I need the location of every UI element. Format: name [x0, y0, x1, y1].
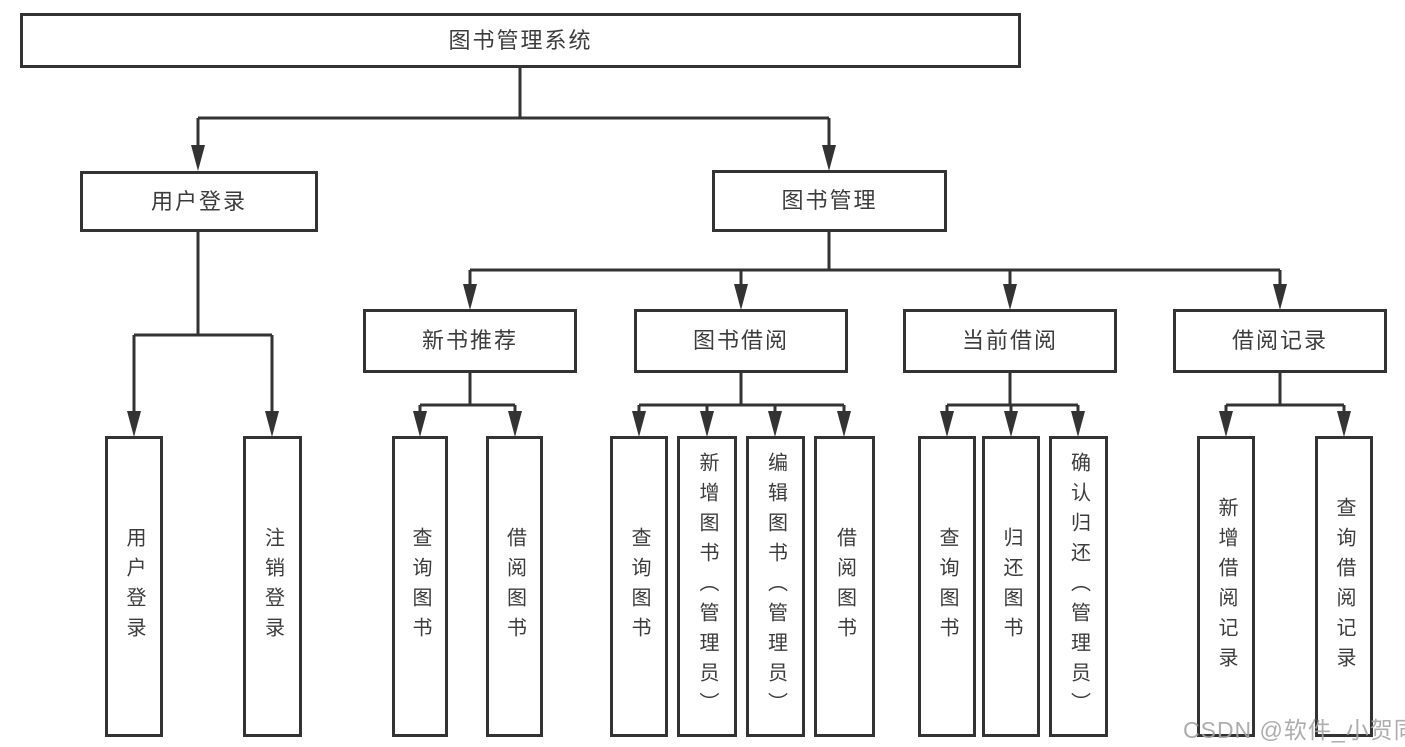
node-library-system-label: 图书管理系统 — [448, 27, 593, 53]
leaf-logout-login: 注销登录 — [243, 436, 302, 737]
leaf-add-borrow-record-label: 新增借阅记录 — [1215, 496, 1237, 677]
leaf-query-books-current: 查询图书 — [918, 436, 976, 737]
leaf-return-books-label: 归还图书 — [1000, 526, 1022, 647]
node-book-management: 图书管理 — [712, 170, 947, 232]
node-book-borrowing: 图书借阅 — [634, 309, 848, 373]
connector-new-book-branch — [418, 373, 517, 413]
node-new-book-recommendation-label: 新书推荐 — [421, 328, 518, 353]
connector-user-login-branch — [132, 232, 274, 413]
connector-book-management-branch — [468, 232, 1282, 286]
connector-borrowing-records-branch — [1224, 373, 1346, 413]
node-book-borrowing-label: 图书借阅 — [692, 328, 789, 353]
node-user-login-label: 用户登录 — [150, 188, 247, 214]
node-current-borrowing: 当前借阅 — [903, 309, 1117, 373]
node-current-borrowing-label: 当前借阅 — [961, 328, 1058, 353]
leaf-query-books-current-label: 查询图书 — [936, 526, 958, 647]
connector-current-borrowing-branch — [945, 373, 1080, 413]
leaf-logout-login-label: 注销登录 — [261, 526, 284, 647]
leaf-query-books-borrowing-label: 查询图书 — [628, 526, 650, 647]
leaf-borrow-books-recommend: 借阅图书 — [486, 436, 543, 737]
node-new-book-recommendation: 新书推荐 — [363, 309, 577, 373]
leaf-query-books-recommend-label: 查询图书 — [409, 526, 431, 647]
connector-book-borrowing-branch — [637, 373, 846, 413]
node-book-management-label: 图书管理 — [781, 188, 878, 213]
leaf-query-books-borrowing: 查询图书 — [610, 436, 668, 737]
leaf-user-login-label: 用户登录 — [123, 526, 145, 647]
connector-root-to-level2 — [196, 68, 831, 148]
leaf-confirm-return-admin-label: 确认归还（管理员） — [1067, 451, 1090, 722]
node-library-system: 图书管理系统 — [20, 13, 1021, 68]
arrowheads — [127, 145, 1351, 437]
leaf-confirm-return-admin: 确认归还（管理员） — [1049, 436, 1108, 737]
leaf-add-borrow-record: 新增借阅记录 — [1197, 436, 1255, 737]
node-borrowing-records: 借阅记录 — [1173, 309, 1387, 373]
leaf-query-books-recommend: 查询图书 — [392, 436, 448, 737]
leaf-add-book-admin: 新增图书（管理员） — [677, 436, 737, 737]
leaf-borrow-books-borrowing-label: 借阅图书 — [833, 526, 856, 647]
leaf-add-book-admin-label: 新增图书（管理员） — [696, 451, 718, 722]
leaf-borrow-books-borrowing: 借阅图书 — [814, 436, 875, 737]
leaf-user-login: 用户登录 — [105, 436, 163, 737]
node-user-login: 用户登录 — [80, 171, 318, 232]
leaf-return-books: 归还图书 — [982, 436, 1040, 737]
leaf-edit-book-admin-label: 编辑图书（管理员） — [764, 451, 787, 722]
leaf-edit-book-admin: 编辑图书（管理员） — [746, 436, 805, 737]
leaf-query-borrow-record: 查询借阅记录 — [1315, 436, 1373, 737]
watermark: CSDN @软件_小贺同学 — [1183, 717, 1405, 743]
leaf-query-borrow-record-label: 查询借阅记录 — [1333, 496, 1355, 677]
leaf-borrow-books-recommend-label: 借阅图书 — [503, 526, 526, 647]
node-borrowing-records-label: 借阅记录 — [1231, 328, 1328, 353]
